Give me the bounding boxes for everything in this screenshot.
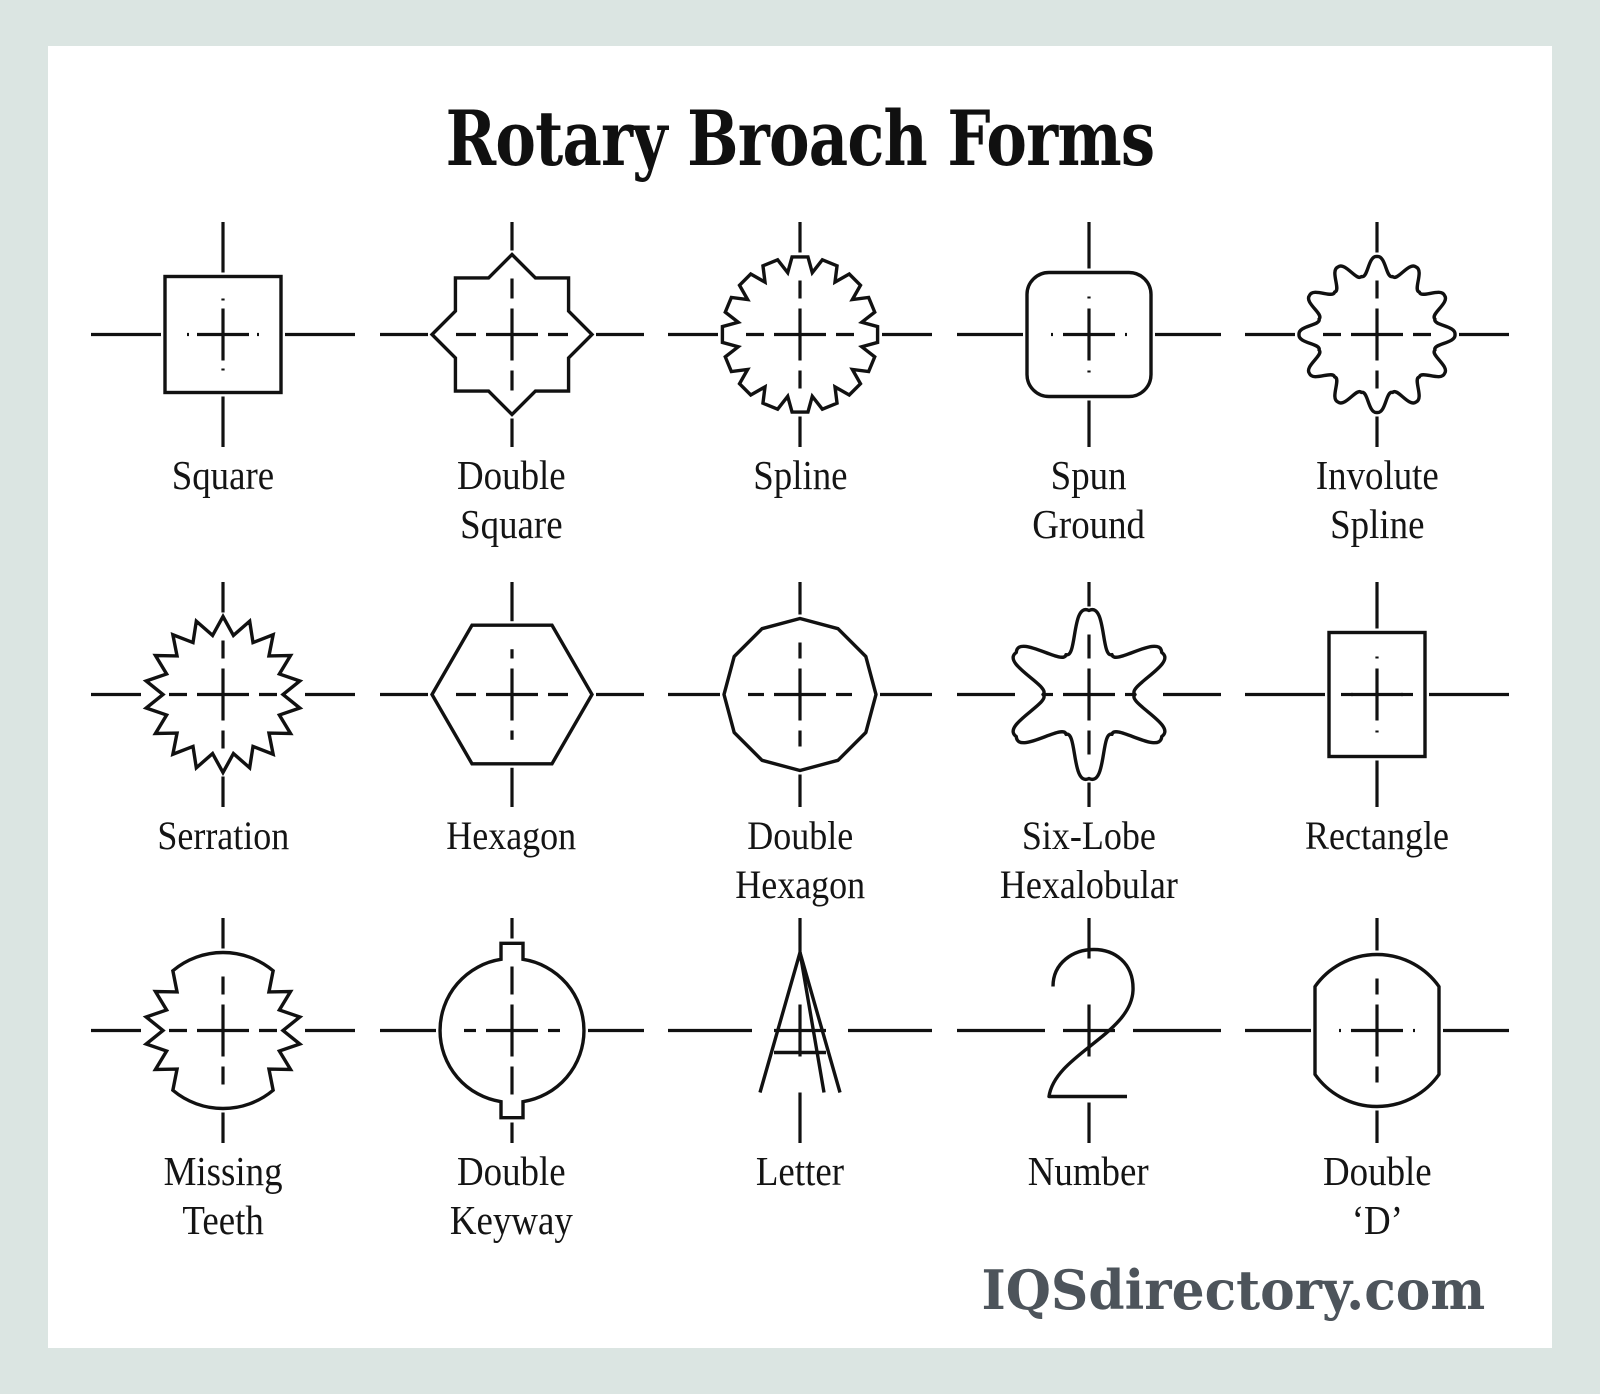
form-item: Double Square <box>373 222 651 582</box>
shape-double-keyway <box>373 918 651 1143</box>
form-label: Hexagon <box>446 813 577 858</box>
infographic-panel: Rotary Broach Forms Square Double Square… <box>48 46 1552 1348</box>
form-label: Double Keyway <box>450 1148 573 1243</box>
form-label: Spun Ground <box>1032 452 1145 547</box>
form-row-1: Square Double Square Spline Spun Ground … <box>48 222 1552 582</box>
watermark-logo: IQSdirectory.com <box>981 1258 1486 1322</box>
form-item: Double ‘D’ <box>1238 918 1516 1258</box>
shape-double-hexagon <box>661 582 939 807</box>
shape-serration <box>84 582 362 807</box>
form-label: Six-Lobe Hexalobular <box>999 813 1178 907</box>
form-label: Double Square <box>457 452 566 547</box>
form-row-3: Missing Teeth Double Keyway Letter Numbe… <box>48 918 1552 1258</box>
form-item: Square <box>84 222 362 582</box>
page-title: Rotary Broach Forms <box>445 94 1155 183</box>
shape-involute-spline <box>1238 222 1516 447</box>
shape-double-square <box>373 222 651 447</box>
form-label: Square <box>171 452 275 498</box>
form-label: Missing Teeth <box>163 1148 283 1243</box>
form-label: Spline <box>752 452 848 498</box>
form-item: Letter <box>661 918 939 1258</box>
shape-letter-a <box>661 918 939 1143</box>
form-item: Double Hexagon <box>661 582 939 918</box>
form-label: Involute Spline <box>1315 452 1439 547</box>
shape-six-lobe-hexalobular <box>950 582 1228 807</box>
form-item: Six-Lobe Hexalobular <box>950 582 1228 918</box>
broach-form-grid: Square Double Square Spline Spun Ground … <box>48 222 1552 1258</box>
form-item: Missing Teeth <box>84 918 362 1258</box>
form-item: Involute Spline <box>1238 222 1516 582</box>
form-item: Number <box>950 918 1228 1258</box>
shape-hexagon <box>373 582 651 807</box>
shape-spun-ground <box>950 222 1228 447</box>
form-label: Rectangle <box>1305 813 1449 858</box>
form-item: Hexagon <box>373 582 651 918</box>
form-item: Serration <box>84 582 362 918</box>
shape-double-d <box>1238 918 1516 1143</box>
shape-rectangle <box>1238 582 1516 807</box>
form-label: Double ‘D’ <box>1322 1148 1432 1243</box>
form-label: Number <box>1028 1148 1149 1194</box>
shape-spline <box>661 222 939 447</box>
form-item: Double Keyway <box>373 918 651 1258</box>
shape-missing-teeth <box>84 918 362 1143</box>
form-label: Double Hexagon <box>735 813 865 907</box>
shape-square <box>84 222 362 447</box>
form-label: Serration <box>157 813 289 858</box>
form-item: Rectangle <box>1238 582 1516 918</box>
shape-number-2 <box>950 918 1228 1143</box>
form-item: Spline <box>661 222 939 582</box>
form-label: Letter <box>755 1148 845 1194</box>
form-row-2: Serration Hexagon Double Hexagon Six-Lob… <box>48 582 1552 918</box>
form-item: Spun Ground <box>950 222 1228 582</box>
